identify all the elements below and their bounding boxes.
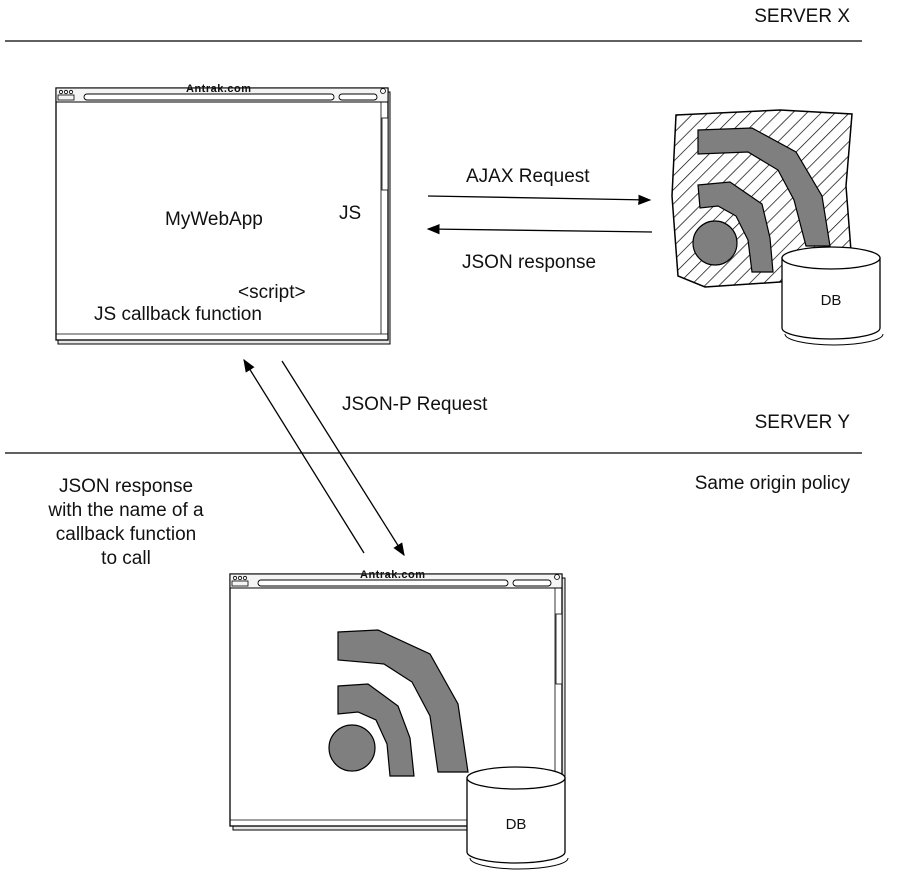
search-bar[interactable]: [512, 579, 552, 587]
window-controls-icon[interactable]: [231, 575, 249, 587]
address-bar[interactable]: [83, 93, 335, 101]
js-label: JS: [339, 203, 362, 224]
script-tag-label: <script>: [238, 282, 306, 303]
jsonp-response-label-line3: callback function: [55, 524, 197, 545]
jsonp-response-label-line2: with the name of a: [48, 500, 204, 521]
same-origin-policy-note: Same origin policy: [694, 473, 850, 494]
jsonp-response-label-line1: JSON response: [58, 476, 194, 497]
resize-grip-icon: [554, 574, 560, 580]
json-response-arrow: [426, 223, 653, 235]
search-bar[interactable]: [338, 93, 378, 101]
rss-feed-icon: [328, 629, 469, 777]
jsonp-request-label: JSON-P Request: [342, 394, 488, 415]
scrollbar-thumb[interactable]: [381, 117, 389, 191]
ajax-request-arrow: [427, 194, 652, 205]
window-controls-icon[interactable]: [57, 89, 75, 101]
jsonp-response-arrow: [243, 358, 365, 554]
jsonp-response-label-line4: to call: [101, 548, 151, 569]
browser-url: Antrak.com: [360, 569, 426, 581]
browser-window-main: [55, 87, 391, 345]
db-label: DB: [505, 816, 527, 833]
app-name: MyWebApp: [165, 209, 263, 230]
browser-url: Antrak.com: [186, 83, 252, 95]
server-x-label: SERVER X: [754, 6, 850, 27]
scrollbar-thumb[interactable]: [555, 613, 563, 685]
db-label: DB: [820, 292, 842, 309]
address-bar[interactable]: [257, 579, 509, 587]
server-y-label: SERVER Y: [754, 412, 850, 433]
jsonp-request-arrow: [281, 360, 405, 557]
resize-grip-icon: [380, 88, 386, 94]
callback-function-label: JS callback function: [94, 304, 262, 325]
database-icon: [466, 766, 569, 870]
json-response-label: JSON response: [462, 252, 597, 273]
ajax-request-label: AJAX Request: [466, 166, 590, 187]
database-icon: [781, 246, 884, 346]
